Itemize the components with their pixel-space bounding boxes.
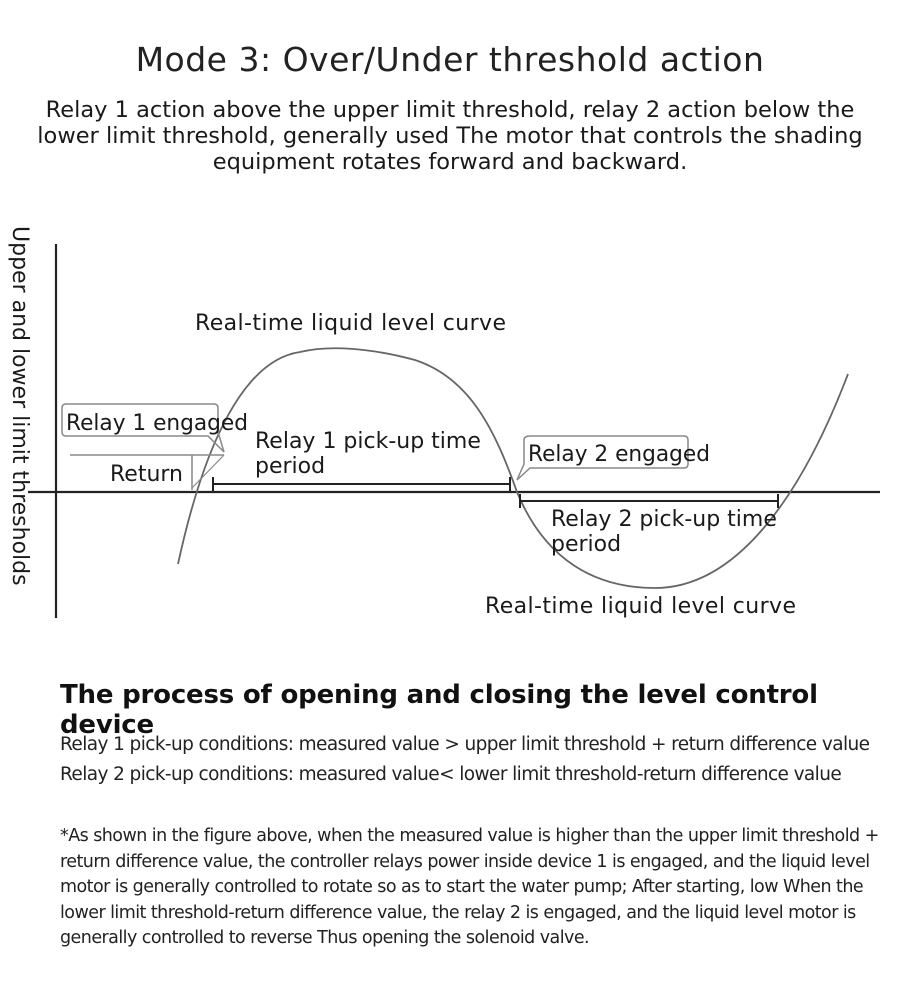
relay2-condition: Relay 2 pick-up conditions: measured val… (60, 764, 842, 785)
relay2-engaged-callout (516, 435, 689, 481)
page-title: Mode 3: Over/Under threshold action (135, 40, 765, 79)
liquid-level-curve (177, 347, 849, 589)
level-diagram: Return Relay 1 engaged Relay 1 pick-up t… (28, 244, 880, 619)
explanation-note: *As shown in the figure above, when the … (60, 826, 879, 948)
page-subtitle: Relay 1 action above the upper limit thr… (37, 97, 863, 175)
curve-label-bottom: Real-time liquid level curve (485, 594, 796, 619)
y-axis-label: Upper and lower limit thresholds (7, 226, 32, 586)
relay1-period-label-line1: Relay 1 pick-up time (255, 429, 481, 454)
relay1-engaged-label: Relay 1 engaged (66, 411, 248, 436)
curve-label-top: Real-time liquid level curve (195, 311, 506, 336)
section-heading: The process of opening and closing the l… (60, 680, 818, 740)
relay2-period-label-line2: period (551, 532, 621, 557)
relay2-period-label-line1: Relay 2 pick-up time (551, 507, 777, 532)
return-bracket-diag (191, 454, 225, 489)
relay1-period-label-line2: period (255, 454, 325, 479)
return-label: Return (110, 462, 183, 487)
relay1-engaged-callout (61, 403, 225, 453)
relay1-condition: Relay 1 pick-up conditions: measured val… (60, 734, 870, 755)
relay2-engaged-label: Relay 2 engaged (528, 442, 710, 467)
